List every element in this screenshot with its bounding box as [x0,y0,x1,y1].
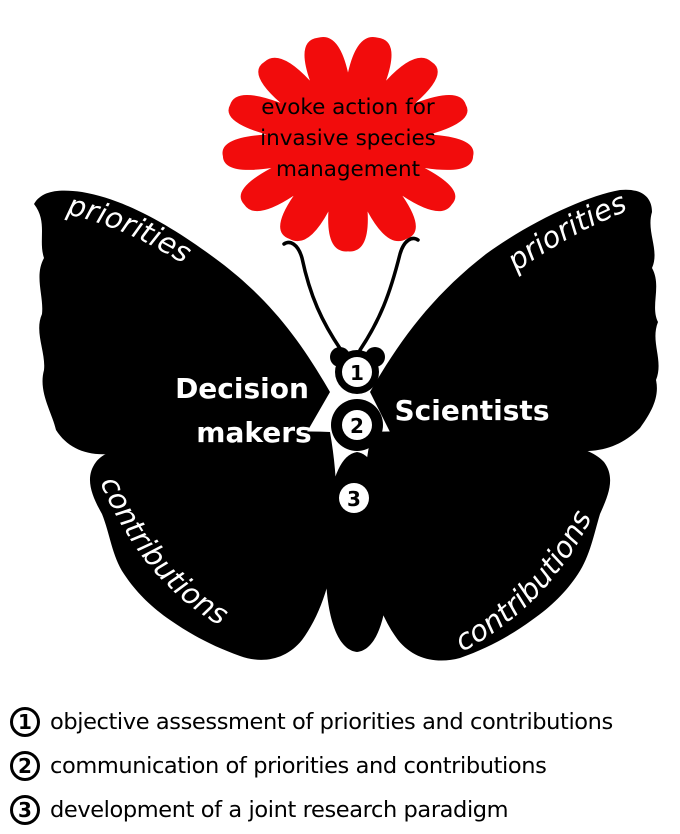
marker-2-disc [342,410,372,440]
flower-line-2: invasive species [260,126,436,151]
body-marker-2: 2 [342,410,372,440]
scientists-label: Scientists [395,394,550,427]
legend-text-3: development of a joint research paradigm [50,797,509,823]
legend-text-2: communication of priorities and contribu… [50,753,547,779]
legend-number-1: 1 [10,707,40,737]
marker-1-disc [342,357,372,387]
marker-3-disc [339,483,369,513]
left-upper-wing [34,190,330,455]
decision-makers-line-1: Decision [175,372,309,405]
legend-item-1: 1 objective assessment of priorities and… [2,700,678,744]
legend-item-2: 2 communication of priorities and contri… [2,744,678,788]
marker-1-label: 1 [350,361,364,385]
legend: 1 objective assessment of priorities and… [2,700,678,832]
decision-makers-line-2: makers [196,416,311,449]
body-marker-1: 1 [342,357,372,387]
flower-line-3: management [276,157,420,182]
right-lower-wing [363,431,611,661]
left-lower-wing [89,431,337,660]
butterfly-body [325,347,389,652]
legend-number-2: 2 [10,751,40,781]
body-marker-3: 3 [339,483,369,513]
legend-number-3: 3 [10,795,40,825]
right-antenna [358,236,420,352]
legend-item-3: 3 development of a joint research paradi… [2,788,678,832]
flower-petals [222,36,474,252]
flower-line-1: evoke action for [261,95,435,120]
flower-shape [222,36,474,252]
right-upper-wing [370,189,659,452]
marker-3-label: 3 [347,487,361,511]
left-antenna [282,240,343,352]
legend-text-1: objective assessment of priorities and c… [50,709,613,735]
marker-2-label: 2 [350,414,364,438]
